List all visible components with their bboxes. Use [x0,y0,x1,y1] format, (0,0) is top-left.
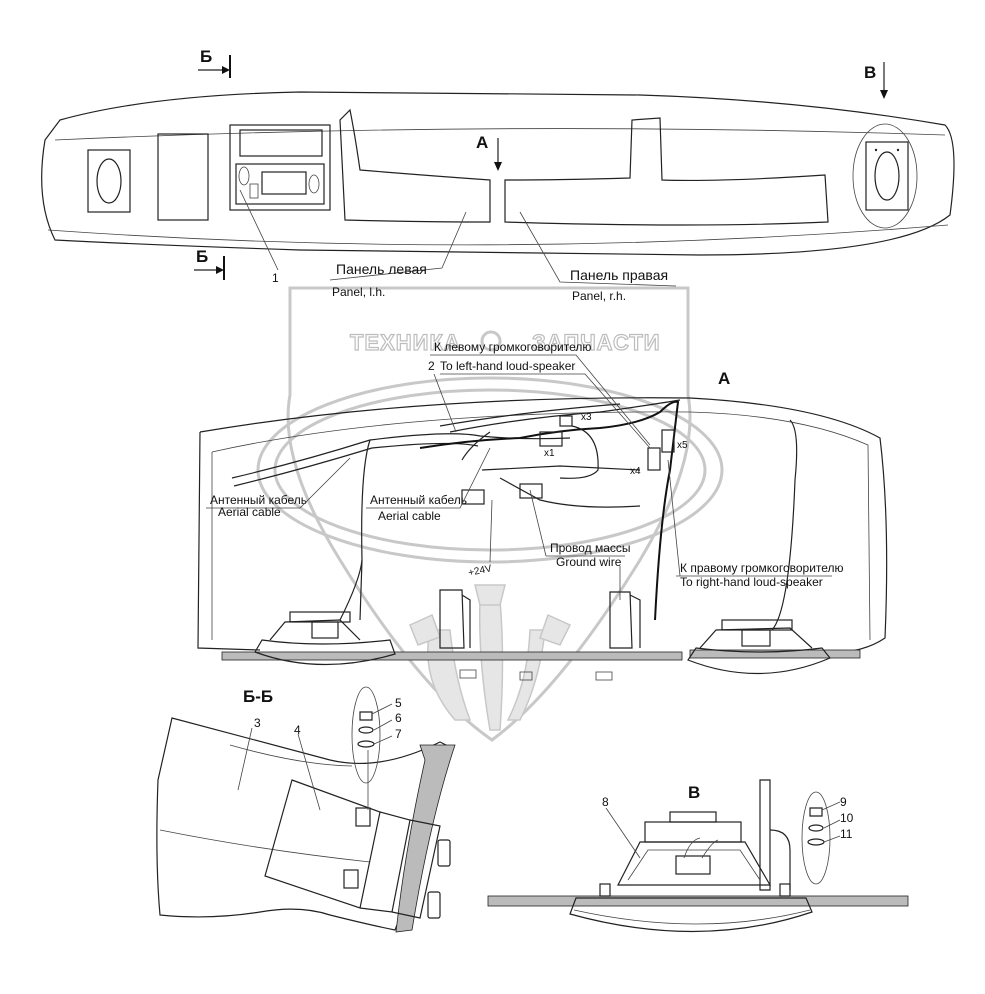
label-aerial2-en: Aerial cable [378,509,441,523]
position-1: 1 [272,271,279,285]
watermark-gear-icon [480,330,502,352]
label-left-speaker-ru: К левому громкоговорителю [434,340,591,354]
fastener-10 [808,824,824,832]
section-bb: Б-Б [156,686,456,933]
section-bb-title: Б-Б [243,687,273,706]
position-11: 11 [840,827,853,841]
label-ground-en: Ground wire [556,555,622,569]
aerial-cable [231,433,571,479]
view-a-floor [221,651,683,661]
radio-knob-bottom [427,891,441,919]
view-a-wiring: А [197,369,888,681]
dashboard-outline [41,91,955,256]
dash-cubby [157,133,209,221]
fastener-7 [357,740,375,748]
label-right-speaker-en: To right-hand loud-speaker [680,575,823,589]
connector-x5 [661,429,675,453]
watermark-shield [286,286,692,742]
label-aerial1-ru: Антенный кабель [210,493,307,507]
label-x1: x1 [544,448,555,459]
speaker-basket [617,841,772,886]
label-x4: x4 [630,466,641,477]
label-panel-left-ru: Панель левая [336,261,427,277]
view-marker-a: А [476,133,502,171]
view-marker-v: В [864,62,888,99]
speaker-terminals [675,855,711,875]
left-mount-post [439,589,465,649]
radio-connector [461,489,485,505]
label-panel-right-ru: Панель правая [570,267,668,283]
svg-text:А: А [476,133,488,152]
label-plus24: +24V [467,563,493,579]
view-v-title: В [688,783,700,802]
label-right-speaker-ru: К правому громкоговорителю [680,561,844,575]
position-8: 8 [602,795,609,809]
label-x5: x5 [677,440,688,451]
label-x3: x3 [581,412,592,423]
main-harness [419,400,680,621]
svg-text:Б: Б [200,47,212,66]
connector-x3 [559,415,573,427]
watermark-text-right: ЗАПЧАСТИ [532,330,661,355]
section-bb-radio [264,779,381,909]
fastener-6 [358,726,374,734]
label-aerial1-en: Aerial cable [218,505,281,519]
label-panel-left-en: Panel, l.h. [332,285,385,299]
section-marker-b-top: Б [198,47,231,78]
radio-knob-top [437,839,451,867]
position-3: 3 [254,716,261,730]
view-a-title: А [718,369,730,388]
panel-left-recess [339,108,491,223]
speaker-grille-cover [569,897,813,933]
radio-unit [229,124,331,211]
fastener-11 [807,838,825,846]
section-marker-b-bottom: Б [194,247,225,280]
label-ground-ru: Провод массы [550,541,631,555]
fastener-9 [809,807,823,817]
fastener-5 [359,711,373,721]
position-2: 2 [428,359,435,373]
position-7: 7 [395,727,402,741]
view-v-speaker: В [487,779,909,933]
position-10: 10 [840,811,854,825]
view-a-left-speaker [254,611,396,666]
position-9: 9 [840,795,847,809]
position-4: 4 [294,723,301,737]
speaker-magnet [644,821,742,843]
watermark: ТЕХНИКА ЗАПЧАСТИ [256,286,724,742]
svg-text:Б: Б [196,247,208,266]
position-6: 6 [395,711,402,725]
left-speaker-grille [87,149,131,213]
right-mount-post [609,591,633,649]
label-aerial2-ru: Антенный кабель [370,493,467,507]
right-speaker-grille [865,141,909,211]
panel-right-recess [504,117,829,226]
dashboard-overview [41,91,955,256]
watermark-text-left: ТЕХНИКА [350,330,461,355]
svg-text:В: В [864,63,876,82]
view-a-dash-outline [199,397,888,654]
view-a-right-speaker [687,619,831,675]
connector-x4 [647,447,661,471]
label-panel-right-en: Panel, r.h. [572,289,626,303]
position-5: 5 [395,696,402,710]
connector-x1 [539,431,563,447]
view-v-ledge [487,895,909,907]
label-left-speaker-en: To left-hand loud-speaker [440,359,575,373]
